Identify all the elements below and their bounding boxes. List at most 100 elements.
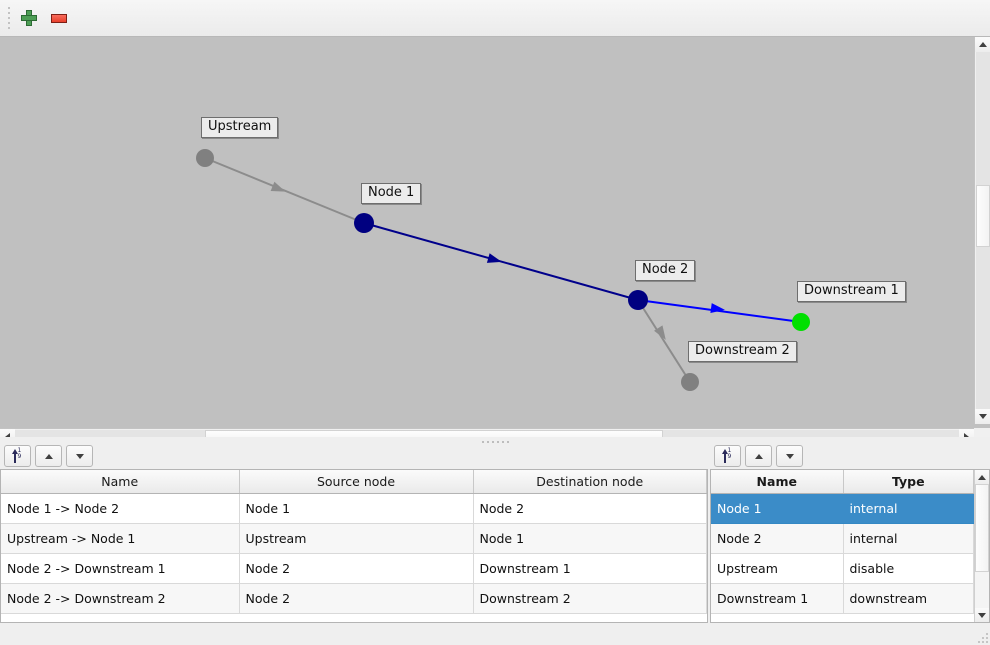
nodes-cell-name[interactable]: Downstream 1 xyxy=(711,583,844,614)
add-node-button[interactable] xyxy=(14,3,44,33)
canvas-table-splitter[interactable] xyxy=(0,437,990,446)
scroll-down-button[interactable] xyxy=(975,409,990,424)
triangle-down-icon xyxy=(978,612,986,618)
edges-cell-name[interactable]: Node 1 -> Node 2 xyxy=(1,493,240,524)
edges-move-up-button[interactable] xyxy=(35,445,62,467)
scroll-up-button[interactable] xyxy=(975,37,990,52)
nodes-column-header[interactable]: Name xyxy=(711,470,844,494)
edge-arrowhead-upstream-node1 xyxy=(270,181,286,192)
drag-handle-icon[interactable] xyxy=(4,5,14,31)
main-toolbar xyxy=(0,0,990,37)
triangle-left-icon xyxy=(5,432,10,441)
node-label-node2[interactable]: Node 2 xyxy=(635,260,696,281)
nodes-cell-name[interactable]: Node 2 xyxy=(711,523,844,554)
edges-cell-source[interactable]: Upstream xyxy=(239,523,474,554)
nodes-scroll-thumb[interactable] xyxy=(975,484,989,572)
graph-edge-node2-downstream2[interactable] xyxy=(637,299,691,383)
nodes-table-vertical-scrollbar[interactable] xyxy=(974,470,989,622)
triangle-down-icon xyxy=(75,453,84,459)
edge-arrowhead-node1-node2 xyxy=(486,253,502,263)
triangle-down-icon xyxy=(978,414,987,419)
nodes-cell-type[interactable]: internal xyxy=(843,523,974,554)
edges-cell-destination[interactable]: Downstream 1 xyxy=(473,553,707,584)
nodes-column-header[interactable]: Type xyxy=(843,470,974,494)
splitter-grip-icon xyxy=(481,440,509,443)
triangle-up-icon xyxy=(754,453,763,459)
nodes-scroll-down-button[interactable] xyxy=(975,608,989,622)
graph-edge-upstream-node1[interactable] xyxy=(204,157,365,224)
node-label-upstream[interactable]: Upstream xyxy=(201,117,279,138)
triangle-up-icon xyxy=(978,42,987,47)
nodes-move-down-button[interactable] xyxy=(776,445,803,467)
remove-node-button[interactable] xyxy=(44,3,74,33)
edges-column-header[interactable]: Name xyxy=(1,470,240,494)
graph-node-upstream[interactable] xyxy=(196,149,214,167)
edges-cell-destination[interactable]: Node 1 xyxy=(473,523,707,554)
graph-node-node2[interactable] xyxy=(628,290,648,310)
resize-grip-icon[interactable] xyxy=(976,631,988,643)
edges-move-down-button[interactable] xyxy=(66,445,93,467)
node-label-downstream2[interactable]: Downstream 2 xyxy=(688,341,797,362)
graph-node-node1[interactable] xyxy=(354,213,374,233)
triangle-up-icon xyxy=(44,453,53,459)
vertical-scroll-thumb[interactable] xyxy=(976,185,990,247)
window-footer xyxy=(0,623,990,645)
edges-cell-source[interactable]: Node 2 xyxy=(239,583,474,614)
nodes-cell-type[interactable]: downstream xyxy=(843,583,974,614)
edges-cell-name[interactable]: Node 2 -> Downstream 1 xyxy=(1,553,240,584)
edges-column-header[interactable]: Source node xyxy=(239,470,474,494)
minus-icon xyxy=(51,13,67,23)
graph-svg xyxy=(196,149,810,391)
graph-node-downstream1[interactable] xyxy=(792,313,810,331)
edge-arrowhead-node2-downstream2 xyxy=(654,325,666,340)
edge-arrowhead-node2-downstream1 xyxy=(710,303,725,314)
nodes-scroll-up-button[interactable] xyxy=(975,470,989,484)
plus-icon xyxy=(21,10,37,26)
triangle-right-icon xyxy=(964,432,969,441)
edges-cell-source[interactable]: Node 2 xyxy=(239,553,474,584)
canvas-vertical-scrollbar[interactable] xyxy=(974,37,990,424)
edges-cell-destination[interactable]: Node 2 xyxy=(473,493,707,524)
edges-cell-source[interactable]: Node 1 xyxy=(239,493,474,524)
nodes-cell-type[interactable]: internal xyxy=(843,493,974,524)
edges-column-header[interactable]: Destination node xyxy=(473,470,707,494)
node-label-downstream1[interactable]: Downstream 1 xyxy=(797,281,906,302)
edges-cell-name[interactable]: Upstream -> Node 1 xyxy=(1,523,240,554)
edges-cell-name[interactable]: Node 2 -> Downstream 2 xyxy=(1,583,240,614)
nodes-cell-name[interactable]: Node 1 xyxy=(711,493,844,524)
nodes-move-up-button[interactable] xyxy=(745,445,772,467)
pane-splitter[interactable] xyxy=(708,443,710,623)
nodes-cell-type[interactable]: disable xyxy=(843,553,974,584)
nodes-cell-name[interactable]: Upstream xyxy=(711,553,844,584)
triangle-up-icon xyxy=(978,474,986,480)
graph-node-downstream2[interactable] xyxy=(681,373,699,391)
triangle-down-icon xyxy=(785,453,794,459)
edges-cell-destination[interactable]: Downstream 2 xyxy=(473,583,707,614)
node-label-node1[interactable]: Node 1 xyxy=(361,183,422,204)
